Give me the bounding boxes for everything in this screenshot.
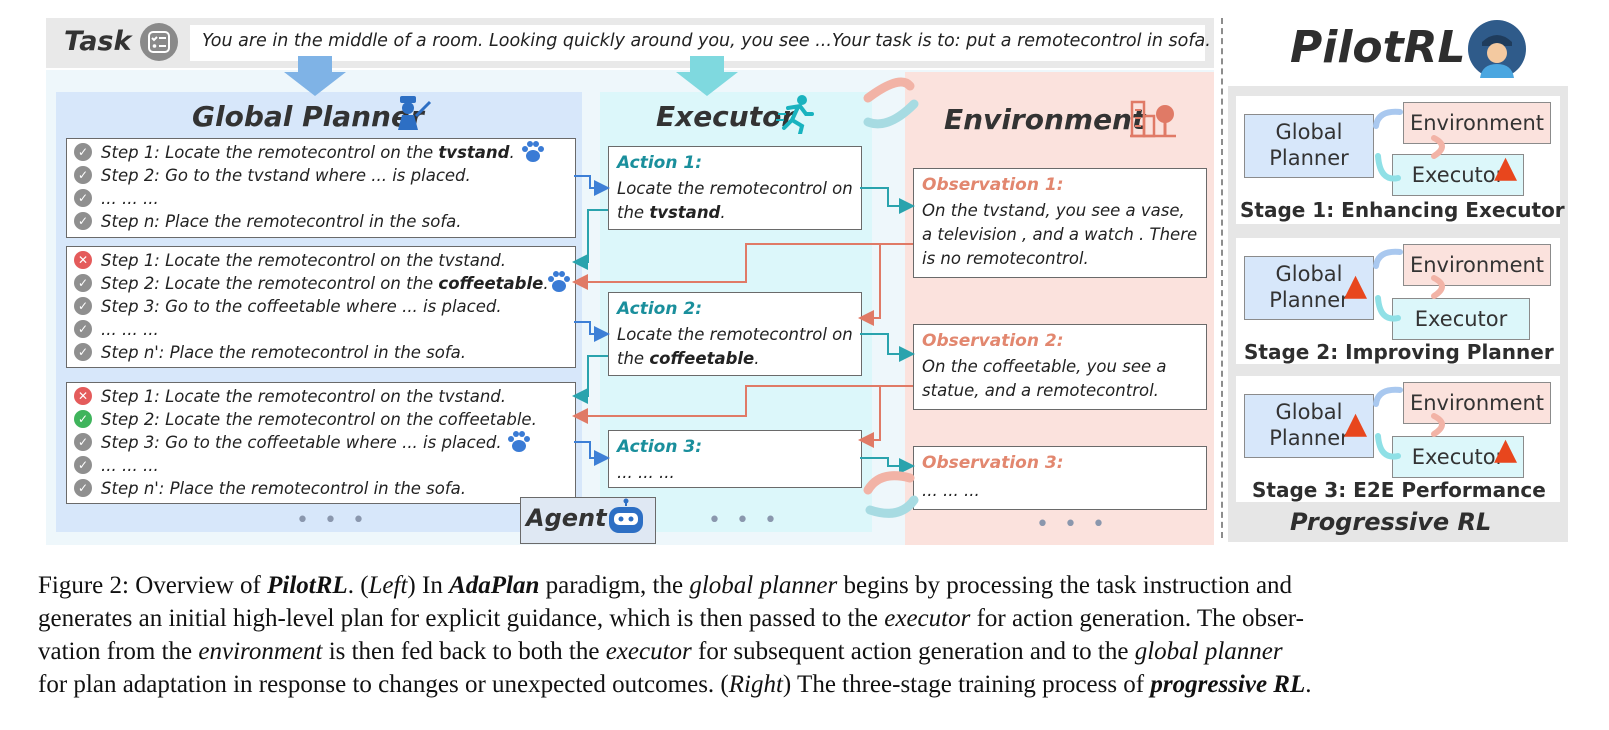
checklist-icon bbox=[140, 23, 178, 61]
stage1-label: Stage 1: Enhancing Executor bbox=[1240, 198, 1565, 222]
fire-icon: ▲ bbox=[1494, 150, 1518, 185]
down-arrow-icon bbox=[676, 56, 738, 96]
stage2-environment: Environment bbox=[1403, 244, 1551, 286]
caption-line-2: generates an initial high-level plan for… bbox=[38, 605, 1304, 632]
stage3-label: Stage 3: E2E Performance bbox=[1252, 478, 1546, 502]
plan-box-2: ✕Step 1: Locate the remotecontrol on the… bbox=[66, 246, 576, 368]
caption-line-1: Figure 2: Overview of PilotRL. (Left) In… bbox=[38, 572, 1293, 599]
task-text-box bbox=[190, 25, 1205, 61]
pilotrl-title: PilotRL bbox=[1290, 22, 1466, 73]
global-planner-title: Global Planner bbox=[192, 100, 424, 133]
planner-ellipsis: • • • bbox=[296, 508, 369, 533]
task-instruction: You are in the middle of a room. Looking… bbox=[202, 31, 1211, 51]
caption-line-4: for plan adaptation in response to chang… bbox=[38, 671, 1312, 698]
environment-title: Environment bbox=[944, 103, 1146, 136]
stage3-executor: Executor bbox=[1392, 436, 1524, 478]
down-arrow-icon bbox=[284, 56, 346, 96]
running-person-icon bbox=[776, 95, 814, 134]
agent-label: Agent bbox=[526, 504, 607, 532]
stage1-environment: Environment bbox=[1403, 102, 1551, 144]
environment-ellipsis: • • • bbox=[1036, 512, 1109, 537]
caption-line-3: vation from the environment is then fed … bbox=[38, 638, 1283, 665]
executor-ellipsis: • • • bbox=[708, 508, 781, 533]
plan-box-1: ✓Step 1: Locate the remotecontrol on the… bbox=[66, 138, 576, 238]
task-label: Task bbox=[64, 26, 132, 57]
executor-title: Executor bbox=[656, 100, 796, 133]
robot-icon bbox=[609, 498, 643, 533]
observation-box-2: Observation 2: On the coffeetable, you s… bbox=[913, 324, 1207, 410]
section-divider bbox=[1221, 18, 1223, 538]
stage3-environment: Environment bbox=[1403, 382, 1551, 424]
paw-icon bbox=[548, 271, 570, 292]
fire-icon: ▲ bbox=[1494, 432, 1518, 467]
buildings-tree-icon bbox=[1130, 100, 1176, 138]
stage2-executor: Executor bbox=[1392, 298, 1530, 340]
progressive-rl-label: Progressive RL bbox=[1290, 508, 1492, 536]
paw-icon bbox=[522, 141, 544, 162]
paw-icon bbox=[508, 431, 530, 452]
plan-box-3: ✕Step 1: Locate the remotecontrol on the… bbox=[66, 382, 576, 504]
fire-icon: ▲ bbox=[1344, 268, 1368, 303]
action-box-1: Action 1: Locate the remotecontrol on th… bbox=[608, 146, 862, 230]
fire-icon: ▲ bbox=[1344, 406, 1368, 441]
action-box-2: Action 2: Locate the remotecontrol on th… bbox=[608, 292, 862, 376]
action-box-3: Action 3: ... ... ... bbox=[608, 430, 862, 488]
observation-box-1: Observation 1: On the tvstand, you see a… bbox=[913, 168, 1207, 278]
stage2-label: Stage 2: Improving Planner bbox=[1244, 340, 1554, 364]
police-officer-icon bbox=[398, 96, 432, 130]
pilot-avatar-icon bbox=[1468, 20, 1526, 78]
observation-box-3: Observation 3: ... ... ... bbox=[913, 446, 1207, 510]
